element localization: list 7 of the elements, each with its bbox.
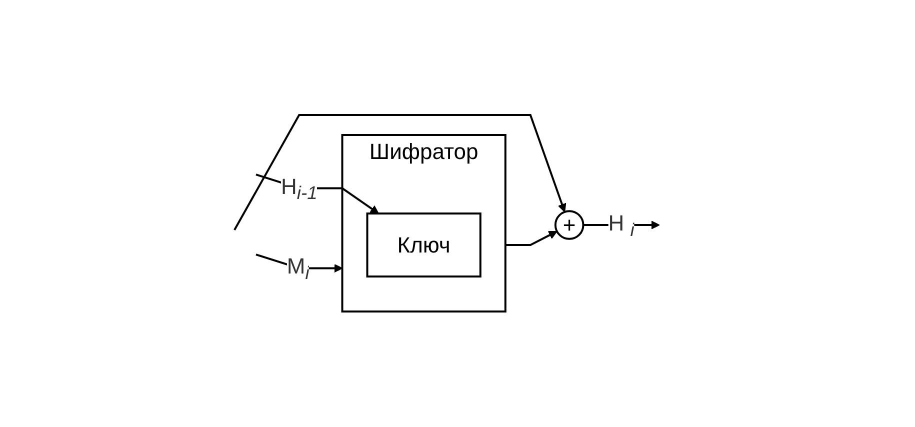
edge-label: M$_{i}$ [286,254,310,284]
arrow [505,231,558,246]
edge-label: H$_{i-1}$ [280,174,318,204]
node-circle: + [554,210,584,240]
edge-label: H $_{i}$ [608,210,634,240]
arrow [233,114,566,231]
node-box: Ключ [366,212,482,278]
